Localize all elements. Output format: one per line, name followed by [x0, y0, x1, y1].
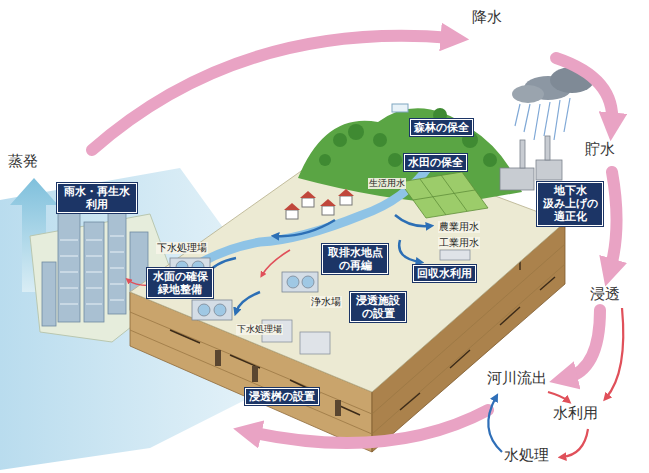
- measure-box: 浸透施設 の設置: [350, 292, 406, 322]
- measure-box: 水田の保全: [404, 154, 467, 171]
- cycle-label: 水処理: [504, 446, 549, 464]
- cycle-label: 下水処理場: [156, 242, 208, 254]
- cycle-label: 河川流出: [487, 369, 547, 387]
- paddy-field: [400, 172, 488, 218]
- measure-box: 森林の保全: [410, 119, 473, 136]
- building: [108, 206, 126, 314]
- return-arc: [250, 410, 488, 443]
- precipitation-arc: [92, 36, 452, 150]
- paddy-lines: [413, 175, 475, 215]
- cycle-label: 農業用水: [438, 221, 480, 233]
- measure-box: 水面の確保 緑地整備: [147, 268, 213, 298]
- infiltration-arc: [610, 172, 617, 270]
- measure-label: 浸透施設 の設置: [354, 294, 402, 320]
- water-purification-plant: [282, 272, 318, 292]
- cycle-label: 工業用水: [438, 237, 480, 249]
- measure-box: 浸透桝の設置: [245, 388, 319, 405]
- measure-label: 森林の保全: [414, 121, 469, 134]
- runoff-arc: [566, 310, 600, 378]
- cycle-label: 下水処理場: [236, 324, 283, 335]
- measure-label: 水面の確保 緑地整備: [151, 270, 209, 296]
- storage-arc: [556, 58, 612, 124]
- measure-box: 回収水利用: [413, 265, 476, 282]
- sea: [0, 168, 245, 470]
- measure-label: 取排水地点 の再編: [326, 246, 384, 272]
- building: [58, 212, 80, 322]
- cycle-label: 水利用: [553, 404, 598, 422]
- rain: [515, 98, 570, 140]
- cycle-arrows: [92, 36, 617, 443]
- measure-label: 雨水・再生水 利用: [61, 185, 133, 211]
- measure-box: 地下水 汲み上げの 適正化: [537, 182, 603, 226]
- cycle-label: 浸透: [590, 285, 620, 303]
- measure-box: 雨水・再生水 利用: [57, 183, 137, 213]
- building: [42, 262, 56, 326]
- cycle-label: 降水: [472, 8, 502, 26]
- measure-label: 水田の保全: [408, 156, 463, 169]
- measure-box: 取排水地点 の再編: [322, 244, 388, 274]
- cycle-label: 生活用水: [368, 178, 406, 189]
- building: [84, 222, 104, 322]
- cycle-label: 貯水: [585, 140, 615, 158]
- cycle-label: 浄水場: [310, 296, 342, 308]
- measure-label: 回収水利用: [417, 267, 472, 280]
- building-windows: [60, 236, 124, 304]
- infiltration-wells: [215, 350, 341, 416]
- measure-label: 浸透桝の設置: [249, 390, 315, 403]
- cycle-label: 蒸発: [8, 152, 38, 170]
- houses: [284, 189, 354, 219]
- dam: [392, 104, 408, 112]
- river: [172, 165, 430, 282]
- sewage-plant: [192, 300, 232, 320]
- measure-label: 地下水 汲み上げの 適正化: [541, 184, 599, 224]
